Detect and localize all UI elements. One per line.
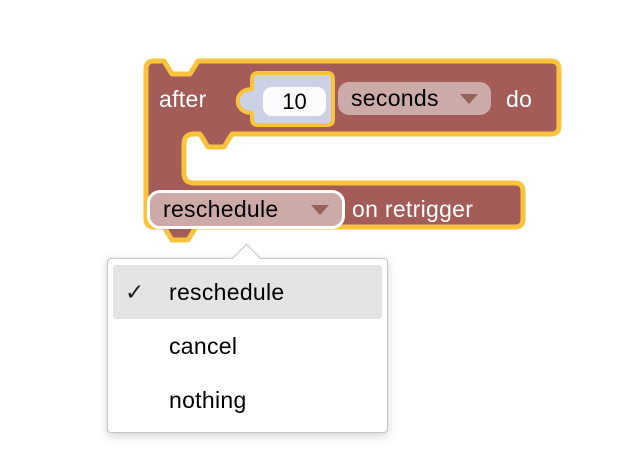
dropdown-arrow-icon xyxy=(311,204,329,215)
menu-item-nothing[interactable]: nothing xyxy=(113,373,382,427)
on-retrigger-label: on retrigger xyxy=(352,196,474,222)
units-dropdown-value: seconds xyxy=(351,85,439,111)
retrigger-action-value: reschedule xyxy=(163,196,279,222)
menu-item-label: cancel xyxy=(169,332,238,359)
units-dropdown-field[interactable]: seconds xyxy=(338,82,491,115)
dropdown-menu: ✓ reschedule cancel nothing xyxy=(107,243,388,433)
do-label: do xyxy=(506,86,533,112)
menu-item-label: nothing xyxy=(169,386,247,413)
retrigger-action-dropdown-field[interactable]: reschedule xyxy=(147,190,345,229)
menu-item-label: reschedule xyxy=(169,278,285,305)
dropdown-arrow-icon xyxy=(460,93,478,104)
after-label: after xyxy=(159,86,207,112)
duration-input[interactable]: 10 xyxy=(263,87,326,116)
menu-item-reschedule[interactable]: ✓ reschedule xyxy=(113,265,382,319)
menu-item-cancel[interactable]: cancel xyxy=(113,319,382,373)
check-icon: ✓ xyxy=(125,278,145,305)
